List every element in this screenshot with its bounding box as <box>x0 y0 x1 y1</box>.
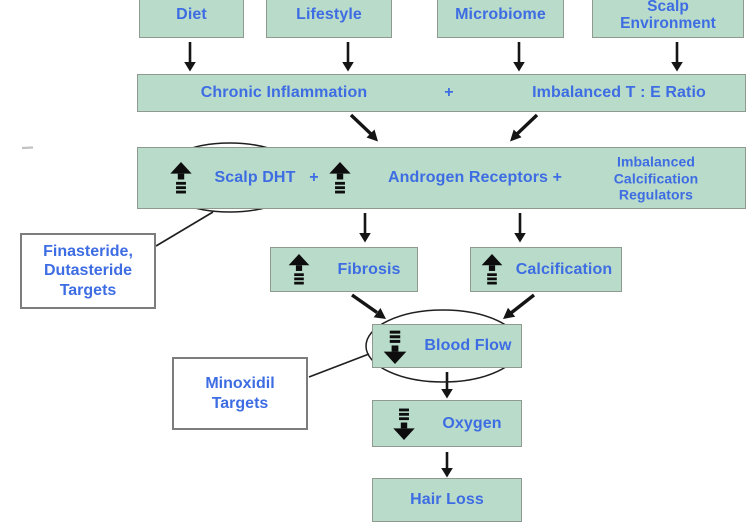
arrowhead <box>342 62 354 72</box>
oxygen-label: Oxygen <box>442 414 502 432</box>
finasteride-targets-label: Finasteride, Dutasteride Targets <box>43 242 133 299</box>
node-scalp-environment-label: Scalp Environment <box>620 0 716 32</box>
arrowhead <box>510 129 522 142</box>
node-lifestyle: Lifestyle <box>266 0 392 38</box>
fibrosis-label: Fibrosis <box>337 260 401 278</box>
node-androgen-row: Scalp DHT + Androgen Receptors + Imbalan… <box>137 147 746 209</box>
arrow-inflammation-to-androgen-right <box>515 113 539 136</box>
scalp-dht-label: Scalp DHT <box>214 169 296 186</box>
node-blood-flow: Blood Flow <box>372 324 522 368</box>
imbalanced-calcification-label: Imbalanced Calcification Regulators <box>613 153 699 203</box>
arrowhead <box>513 62 525 72</box>
arrowhead <box>441 389 453 399</box>
imbalanced-te-ratio-label: Imbalanced T : E Ratio <box>532 84 706 101</box>
node-scalp-environment: Scalp Environment <box>592 0 744 38</box>
node-calcification: Calcification <box>470 247 622 292</box>
arrowhead <box>184 62 196 72</box>
decrease-arrow-icon <box>384 330 407 364</box>
arrowhead <box>441 468 453 478</box>
node-inflammation-ratio: Chronic Inflammation + Imbalanced T : E … <box>137 74 746 112</box>
increase-arrow-icon <box>481 253 503 284</box>
node-oxygen: Oxygen <box>372 400 522 447</box>
arrow-fibrosis-to-bloodflow <box>351 293 378 314</box>
callout-minoxidil-targets: Minoxidil Targets <box>172 357 308 430</box>
arrowhead <box>514 233 526 243</box>
arrow-calcification-to-bloodflow <box>509 293 536 315</box>
plus-sign: + <box>444 84 454 101</box>
chronic-inflammation-label: Chronic Inflammation <box>200 84 368 101</box>
stray-mark <box>21 146 34 150</box>
node-lifestyle-label: Lifestyle <box>296 6 362 23</box>
arrowhead <box>359 233 371 243</box>
node-microbiome: Microbiome <box>437 0 564 38</box>
node-hair-loss: Hair Loss <box>372 478 522 522</box>
increase-arrow-icon <box>170 162 192 194</box>
arrow-inflammation-to-androgen-left <box>349 113 373 136</box>
arrowhead <box>503 307 516 319</box>
callout-finasteride-targets: Finasteride, Dutasteride Targets <box>20 233 156 309</box>
plus-sign: + <box>309 169 319 186</box>
top-row-arrowheads <box>184 62 683 72</box>
top-row-arrows <box>188 42 679 63</box>
calcification-label: Calcification <box>515 260 613 278</box>
minoxidil-targets-label: Minoxidil Targets <box>205 375 275 412</box>
decrease-arrow-icon <box>393 408 416 440</box>
blood-flow-label: Blood Flow <box>424 337 512 354</box>
node-fibrosis: Fibrosis <box>270 247 418 292</box>
arrowhead <box>373 308 386 319</box>
finasteride-pointer-line <box>155 211 214 247</box>
hair-loss-label: Hair Loss <box>410 491 484 508</box>
increase-arrow-icon <box>329 162 351 194</box>
androgen-receptors-label: Androgen Receptors + <box>387 169 563 186</box>
arrowhead <box>671 62 683 72</box>
node-diet-label: Diet <box>176 6 207 23</box>
node-diet: Diet <box>139 0 244 38</box>
node-microbiome-label: Microbiome <box>455 6 546 23</box>
increase-arrow-icon <box>289 253 310 284</box>
minoxidil-pointer-line <box>308 353 370 378</box>
arrowhead <box>366 129 378 142</box>
